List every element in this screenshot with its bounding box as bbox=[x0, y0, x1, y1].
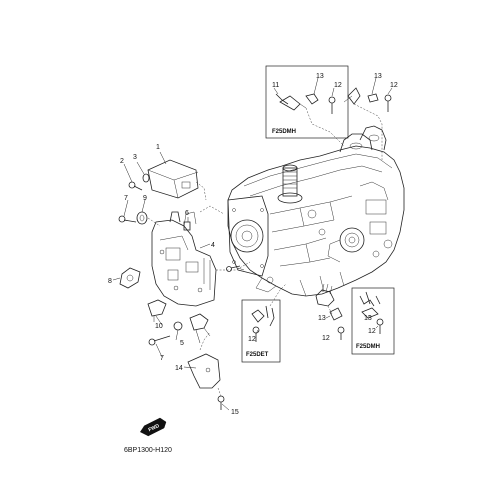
inset-box-right: F25DMH bbox=[351, 287, 395, 355]
inset-label-right: F25DMH bbox=[356, 344, 380, 350]
callout-13-right: 13 bbox=[318, 315, 326, 322]
crankshaft-top bbox=[277, 164, 303, 204]
callout-numbers: 1 2 3 4 5 6 7 7 8 9 10 11 12 12 12 12 12… bbox=[108, 73, 398, 416]
bracket-14 bbox=[187, 331, 221, 389]
side-cover-plate bbox=[227, 195, 269, 277]
callout-12-topright: 12 bbox=[390, 82, 398, 89]
callout-8: 8 bbox=[108, 278, 112, 285]
bolt-15 bbox=[217, 395, 225, 410]
callout-2: 2 bbox=[120, 158, 124, 165]
callout-13-topright: 13 bbox=[374, 73, 382, 80]
callout-14: 14 bbox=[175, 365, 183, 372]
round-housing bbox=[327, 227, 365, 263]
callout-15: 15 bbox=[231, 409, 239, 416]
leader-lines bbox=[112, 77, 393, 411]
inset-label-top: F25DMH bbox=[272, 129, 296, 135]
engine-block bbox=[227, 125, 405, 297]
collar-6 bbox=[183, 221, 191, 231]
callout-3: 3 bbox=[133, 154, 137, 161]
fwd-arrow-icon: FWD bbox=[140, 417, 167, 437]
callout-4: 4 bbox=[211, 242, 215, 249]
sleeve-5 bbox=[173, 321, 183, 331]
bolt-7-top bbox=[118, 215, 137, 223]
bolt-2 bbox=[128, 181, 143, 191]
bolt-7-lower bbox=[148, 335, 171, 346]
top-right-parts bbox=[305, 87, 392, 160]
callout-7-lower: 7 bbox=[160, 355, 164, 362]
inset-box-middle: F25DET bbox=[241, 299, 281, 363]
callout-12-rightbox: 12 bbox=[368, 328, 376, 335]
callout-13-rightbox: 13 bbox=[364, 315, 372, 322]
drawing-code: 6BP1300-H120 bbox=[124, 447, 172, 454]
fwd-label: FWD bbox=[148, 423, 161, 433]
callout-12-right: 12 bbox=[322, 335, 330, 342]
callout-1: 1 bbox=[156, 144, 160, 151]
callout-9: 9 bbox=[143, 195, 147, 202]
callout-7-top: 7 bbox=[124, 195, 128, 202]
inset-label-middle: F25DET bbox=[246, 352, 269, 358]
callout-12-top: 12 bbox=[334, 82, 342, 89]
callout-11: 11 bbox=[272, 82, 279, 89]
grommet-9 bbox=[136, 211, 148, 225]
inset-box-top: F25DMH bbox=[265, 65, 349, 139]
coupler-8 bbox=[119, 267, 141, 289]
callout-6: 6 bbox=[185, 210, 189, 217]
callout-10: 10 bbox=[155, 323, 163, 330]
electrical-bracket-assembly bbox=[151, 211, 217, 307]
callout-13-top: 13 bbox=[316, 73, 324, 80]
callout-5: 5 bbox=[180, 340, 184, 347]
grommet-3 bbox=[142, 173, 150, 183]
callout-12-middle: 12 bbox=[248, 336, 256, 343]
bolt-12-right bbox=[337, 326, 345, 340]
ignition-unit bbox=[147, 159, 207, 201]
wire-clamp-right bbox=[315, 283, 343, 321]
bolt-6-engine bbox=[226, 265, 241, 272]
connector-10 bbox=[147, 299, 167, 322]
